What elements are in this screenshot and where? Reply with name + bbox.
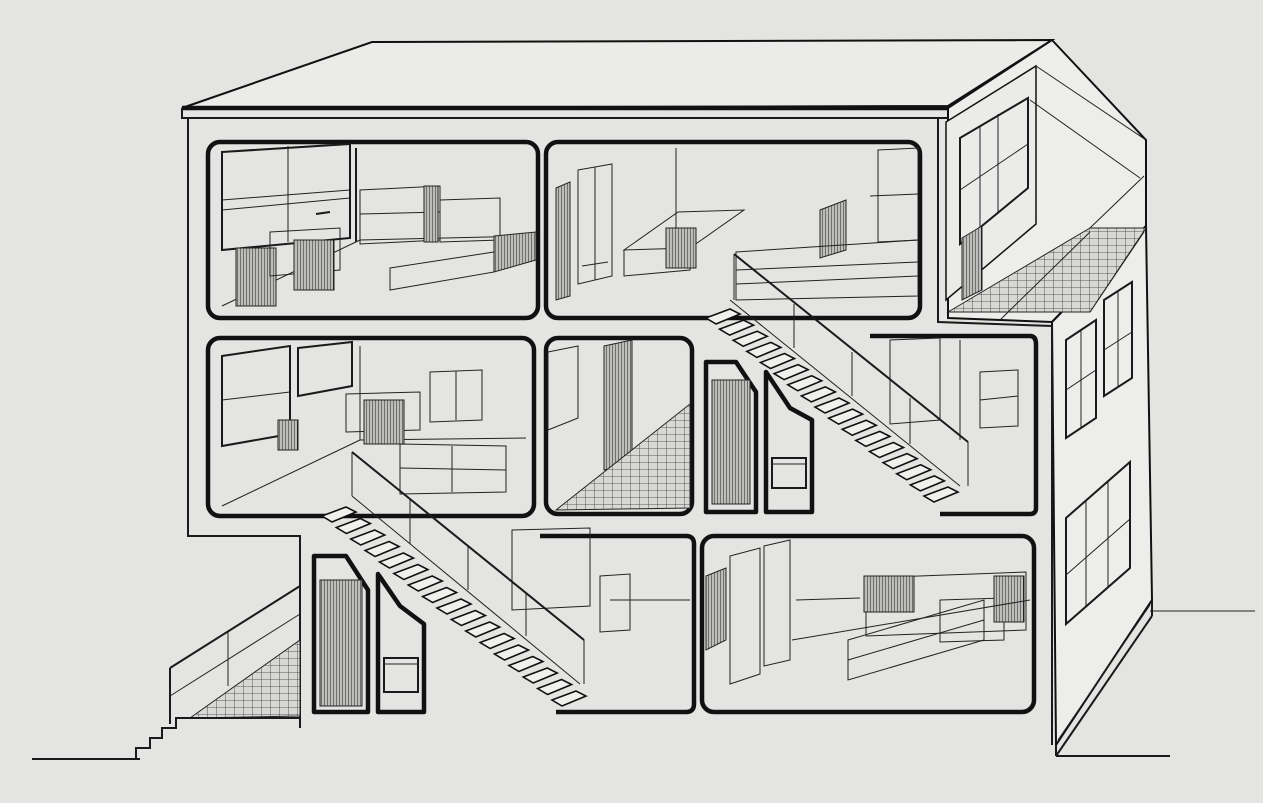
room-bottom-center	[511, 527, 697, 715]
stair-tread	[420, 586, 459, 604]
stair-tread	[758, 352, 797, 370]
stair-tread	[854, 430, 892, 448]
stair-tread	[840, 419, 879, 437]
stair-tread	[826, 408, 865, 426]
side-window	[1065, 318, 1097, 440]
stair-tread	[717, 319, 756, 337]
stair-tread	[785, 374, 824, 392]
ground-line	[32, 610, 1255, 760]
stair-tread	[772, 363, 811, 381]
stair-tread	[492, 644, 531, 661]
stair-tread	[348, 529, 387, 546]
stair-tread	[550, 690, 588, 707]
stair-tread	[535, 678, 574, 696]
roof	[181, 38, 1056, 119]
stair-tread	[406, 575, 445, 592]
section-walls	[187, 117, 1053, 745]
room-bottom-right	[699, 533, 1037, 715]
stair-tread	[320, 506, 358, 523]
stair-tread	[478, 632, 517, 650]
room-top-middle	[543, 139, 923, 321]
room-middle-left	[205, 335, 537, 519]
stair-tread	[463, 621, 502, 638]
stair-tread	[377, 552, 416, 569]
stair-tread	[392, 563, 430, 581]
stair-tread	[908, 475, 947, 492]
stair-tread	[922, 486, 960, 503]
side-window	[1103, 280, 1133, 398]
stair-tread	[731, 330, 770, 348]
stair-tread	[745, 341, 783, 359]
staircase-lower	[320, 451, 588, 707]
stair-tread	[334, 517, 373, 535]
stair-tread	[894, 463, 933, 481]
stair-tread	[435, 598, 473, 615]
closet-lower	[311, 553, 427, 715]
stair-tread	[521, 667, 560, 684]
side-window	[1065, 459, 1131, 627]
stair-tread	[881, 452, 920, 470]
staircase-upper	[704, 253, 969, 503]
room-middle-center	[543, 335, 695, 517]
entrance-terrace	[135, 585, 301, 759]
room-top-left	[205, 139, 541, 321]
stair-tread	[449, 609, 488, 627]
roof-terrace	[945, 64, 1147, 321]
stair-tread	[704, 308, 742, 325]
room-middle-right	[870, 333, 1039, 517]
stair-tread	[813, 397, 851, 414]
stair-tread	[867, 441, 906, 459]
stair-tread	[799, 386, 838, 403]
stair-tread	[363, 540, 402, 558]
closet-middle	[703, 359, 815, 515]
stair-tread	[507, 655, 545, 673]
